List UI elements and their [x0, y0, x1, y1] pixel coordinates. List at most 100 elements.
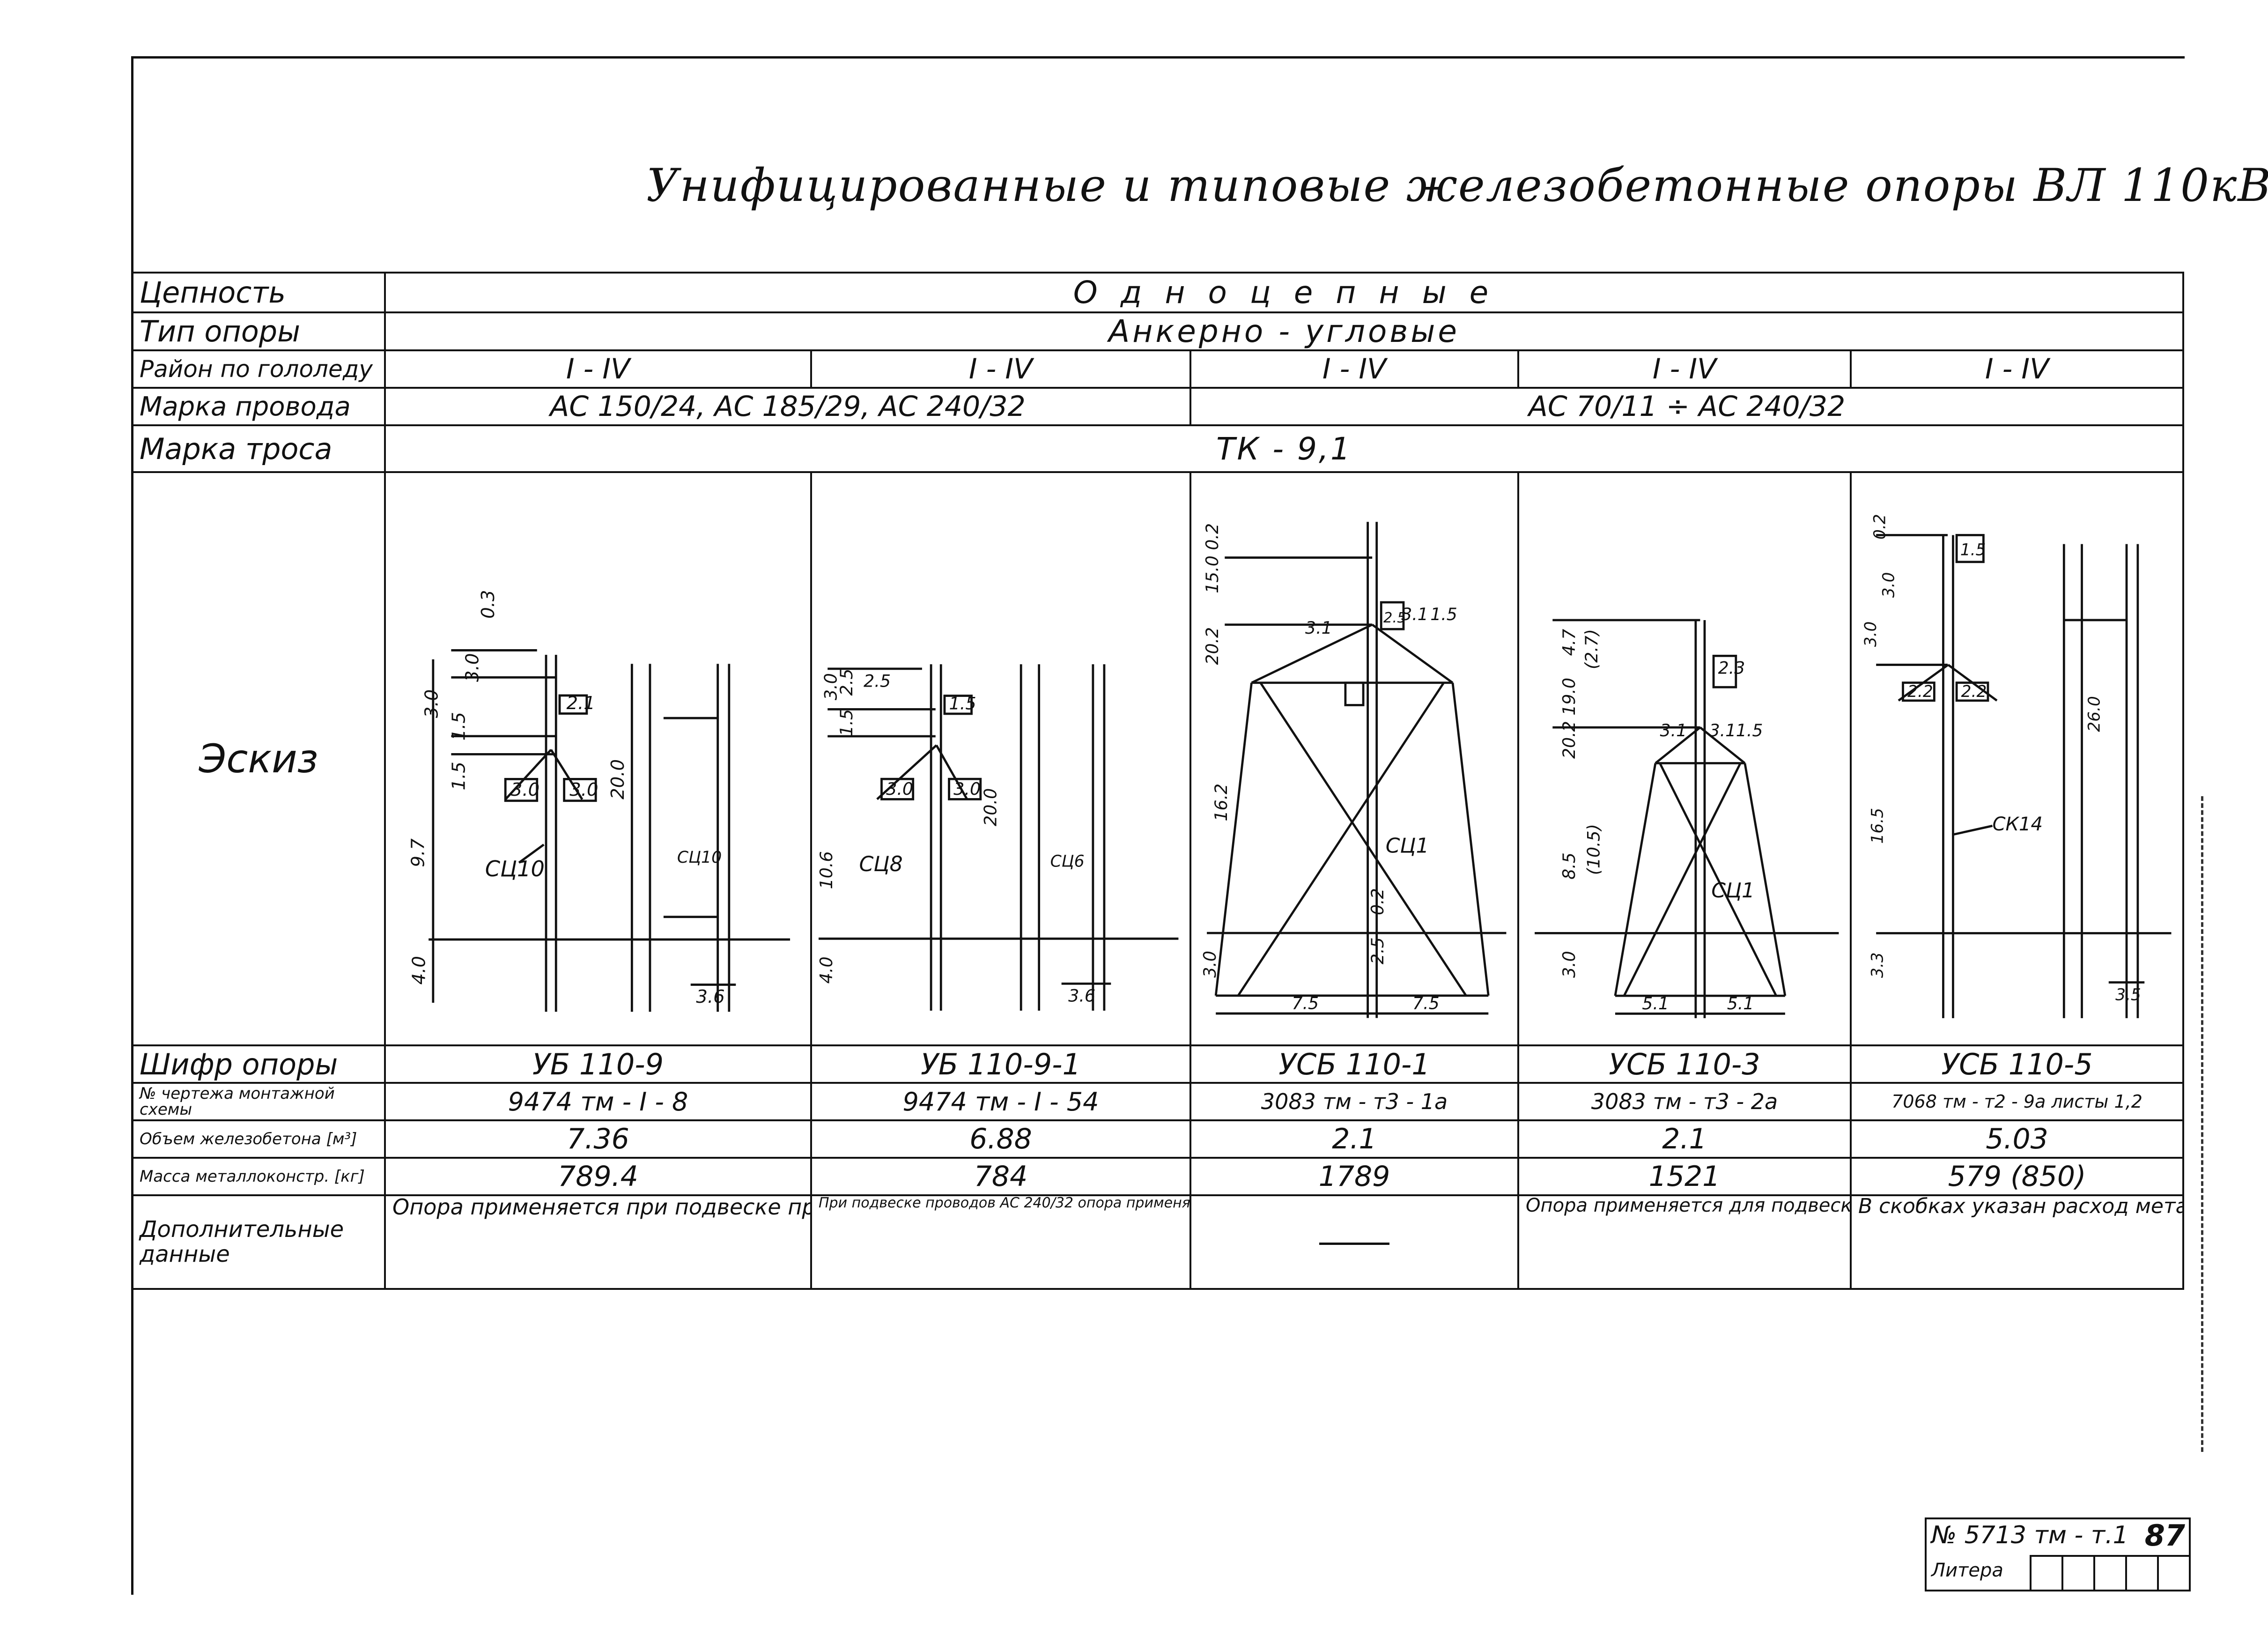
empty-dash: [1319, 1243, 1389, 1245]
svg-text:3.1: 3.1: [1709, 720, 1736, 740]
wire-value-2: АС 70/11 ÷ АС 240/32: [1189, 387, 2185, 426]
ice-label: Район по гололеду: [131, 349, 386, 389]
sketch-3-drawing: 20.2 15.0 0.2 3.1 3.1 1.5 2.5 16.2 3.0 7…: [1200, 522, 1507, 1018]
extra-4: Опора применяется для подвески проводов …: [1517, 1194, 1852, 1290]
svg-text:0.3: 0.3: [478, 590, 499, 619]
svg-text:3.0: 3.0: [1559, 951, 1579, 978]
svg-text:3.5: 3.5: [2115, 986, 2141, 1005]
svg-text:(2.7): (2.7): [1581, 629, 1602, 669]
svg-text:8.5: 8.5: [1559, 852, 1579, 880]
crossarm-left: [504, 749, 552, 800]
svg-text:1.5: 1.5: [448, 762, 469, 790]
drawing-4: 3083 тм - т3 - 2а: [1517, 1082, 1852, 1121]
chain-value: О д н о ц е п н ы е: [384, 272, 2185, 313]
svg-text:0.2: 0.2: [1367, 888, 1388, 915]
type-label: Тип опоры: [131, 311, 386, 351]
page-title: Унифицированные и типовые железобетонные…: [646, 159, 2268, 212]
cable-label: Марка троса: [131, 424, 386, 473]
sketch-label: Эскиз: [131, 471, 386, 1046]
sketch-2-drawing: 3.0 2.5 1.5 2.5 1.5 3.0 3.0 10.6 20.0 4.…: [819, 664, 1179, 1011]
mass-4: 1521: [1517, 1157, 1852, 1196]
svg-text:4.0: 4.0: [408, 956, 429, 984]
svg-text:3.0: 3.0: [1862, 622, 1880, 647]
sketch-usb-110-3: 20.2 19.0 4.7 (2.7) 2.3 3.1 3.1 1.5 8.5 …: [1517, 471, 1852, 1046]
leg-left: [1214, 682, 1253, 996]
svg-text:16.2: 16.2: [1211, 784, 1231, 822]
leg-right: [1451, 682, 1490, 996]
svg-text:3.0: 3.0: [462, 653, 483, 682]
svg-text:1.5: 1.5: [836, 709, 857, 736]
sketch-ub-110-9: 3.0 3.0 0.3 1.5 1.5 2.1 3.0 3.0 9.7 20.0…: [384, 471, 812, 1046]
svg-text:4.7: 4.7: [1559, 629, 1579, 656]
stamp-cells: [2030, 1555, 2189, 1590]
volume-5: 5.03: [1849, 1119, 2185, 1159]
row-sketch: Эскиз: [131, 471, 2185, 1046]
mass-label: Масса металлоконстр. [кг]: [131, 1157, 386, 1196]
svg-text:10.6: 10.6: [819, 851, 836, 889]
stamp-literal: Литера: [1931, 1560, 2003, 1581]
margin-marks: [2201, 796, 2206, 1452]
type-value: Анкерно - угловые: [384, 311, 2185, 351]
drawing-label: № чертежа монтажной схемы: [131, 1082, 386, 1121]
wire-value-1: АС 150/24, АС 185/29, АС 240/32: [384, 387, 1191, 426]
svg-text:3.6: 3.6: [696, 986, 724, 1007]
code-1: УБ 110-9: [384, 1044, 812, 1084]
svg-text:5.1: 5.1: [1642, 993, 1669, 1014]
svg-text:0.2: 0.2: [1870, 514, 1889, 540]
svg-text:3.0: 3.0: [1879, 572, 1898, 598]
svg-text:1.5: 1.5: [448, 712, 469, 740]
svg-text:7.5: 7.5: [1292, 993, 1319, 1013]
volume-label: Объем железобетона [м³]: [131, 1119, 386, 1159]
svg-text:26.0: 26.0: [2085, 696, 2104, 732]
svg-text:2.2: 2.2: [1961, 682, 1987, 701]
svg-text:3.3: 3.3: [1869, 952, 1887, 978]
svg-text:3.0: 3.0: [886, 779, 913, 799]
svg-text:СЦ10: СЦ10: [485, 856, 545, 881]
extra-5: В скобках указан расход металла с учетом…: [1849, 1194, 2185, 1290]
extra-2: При подвеске проводов АС 240/32 опора пр…: [810, 1194, 1191, 1290]
row-extra: Дополнительные данные Опора применяется …: [131, 1194, 2185, 1290]
code-label: Шифр опоры: [131, 1044, 386, 1084]
crossarm-right: [550, 749, 584, 800]
row-wire: Марка провода АС 150/24, АС 185/29, АС 2…: [131, 387, 2185, 426]
svg-text:1.5: 1.5: [949, 693, 976, 713]
code-5: УСБ 110-5: [1849, 1044, 2185, 1084]
chain-label: Цепность: [131, 272, 386, 313]
svg-text:2.2: 2.2: [1907, 682, 1933, 701]
svg-text:1.5: 1.5: [1736, 720, 1763, 740]
sketch-usb-110-5: 0.2 3.0 3.0 1.5 2.2 2.2 26.0 16.5 3.3 3.…: [1849, 471, 2185, 1046]
row-code: Шифр опоры УБ 110-9 УБ 110-9-1 УСБ 110-1…: [131, 1044, 2185, 1084]
row-type: Тип опоры Анкерно - угловые: [131, 311, 2185, 351]
stamp-sheet: 87: [2144, 1518, 2185, 1553]
volume-2: 6.88: [810, 1119, 1191, 1159]
svg-text:3.1: 3.1: [1401, 604, 1428, 624]
svg-text:20.2: 20.2: [1202, 627, 1222, 665]
sketch-4-drawing: 20.2 19.0 4.7 (2.7) 2.3 3.1 3.1 1.5 8.5 …: [1535, 619, 1839, 1018]
svg-text:СК14: СК14: [1993, 814, 2043, 835]
svg-text:20.2 19.0: 20.2 19.0: [1559, 678, 1579, 759]
svg-text:2.1: 2.1: [566, 693, 595, 714]
ice-value-5: I - IV: [1849, 349, 2185, 389]
sketch-1-drawing: 3.0 3.0 0.3 1.5 1.5 2.1 3.0 3.0 9.7 20.0…: [408, 590, 790, 1012]
svg-text:1.5: 1.5: [1960, 540, 1986, 559]
row-volume: Объем железобетона [м³] 7.36 6.88 2.1 2.…: [131, 1119, 2185, 1159]
extra-label: Дополнительные данные: [131, 1194, 386, 1290]
svg-text:5.1: 5.1: [1727, 993, 1754, 1014]
extra-3: [1189, 1194, 1519, 1290]
svg-text:4.0: 4.0: [819, 956, 836, 984]
svg-text:3.0: 3.0: [1200, 951, 1220, 978]
row-cable: Марка троса ТК - 9,1: [131, 424, 2185, 473]
mass-2: 784: [810, 1157, 1191, 1196]
svg-text:3.0: 3.0: [569, 779, 598, 800]
svg-text:9.7: 9.7: [408, 838, 429, 867]
code-3: УСБ 110-1: [1189, 1044, 1519, 1084]
svg-text:16.5: 16.5: [1869, 808, 1887, 844]
svg-text:3.0: 3.0: [511, 779, 539, 800]
svg-text:СЦ1: СЦ1: [1711, 879, 1755, 903]
row-mass: Масса металлоконстр. [кг] 789.4 784 1789…: [131, 1157, 2185, 1196]
code-4: УСБ 110-3: [1517, 1044, 1852, 1084]
mass-1: 789.4: [384, 1157, 812, 1196]
svg-text:3.0: 3.0: [421, 689, 442, 718]
mass-5: 579 (850): [1849, 1157, 2185, 1196]
row-chain: Цепность О д н о ц е п н ы е: [131, 272, 2185, 313]
